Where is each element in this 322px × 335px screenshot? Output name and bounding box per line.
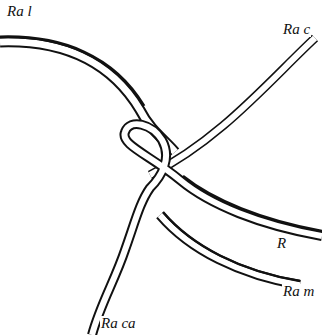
branch-fill (0, 42, 175, 152)
trunk-edge (183, 176, 322, 231)
branch-label: Ra c (282, 22, 311, 37)
branch-fill (150, 38, 315, 175)
trunk-outline (92, 124, 322, 335)
trunk-fill (92, 124, 322, 335)
branch-outline (0, 42, 175, 152)
branch-label: Ra ca (100, 316, 137, 331)
branch-edge (0, 37, 144, 106)
branch-label: R (276, 236, 287, 251)
nerve-trunks (0, 37, 322, 335)
branch-label: Ra l (6, 4, 33, 19)
branch-label: Ra m (282, 284, 315, 299)
branch-outline (150, 38, 315, 175)
